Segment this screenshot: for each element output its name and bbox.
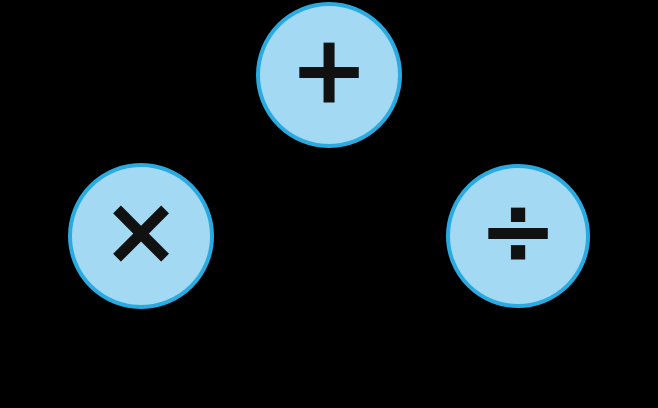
operation-circle-add[interactable]: + [256, 2, 402, 148]
operation-circle-divide[interactable]: ÷ [446, 164, 590, 308]
multiply-icon: × [101, 176, 181, 287]
plus-icon: + [289, 15, 369, 126]
divide-icon: ÷ [478, 176, 558, 287]
operation-circle-multiply[interactable]: × [68, 163, 214, 309]
